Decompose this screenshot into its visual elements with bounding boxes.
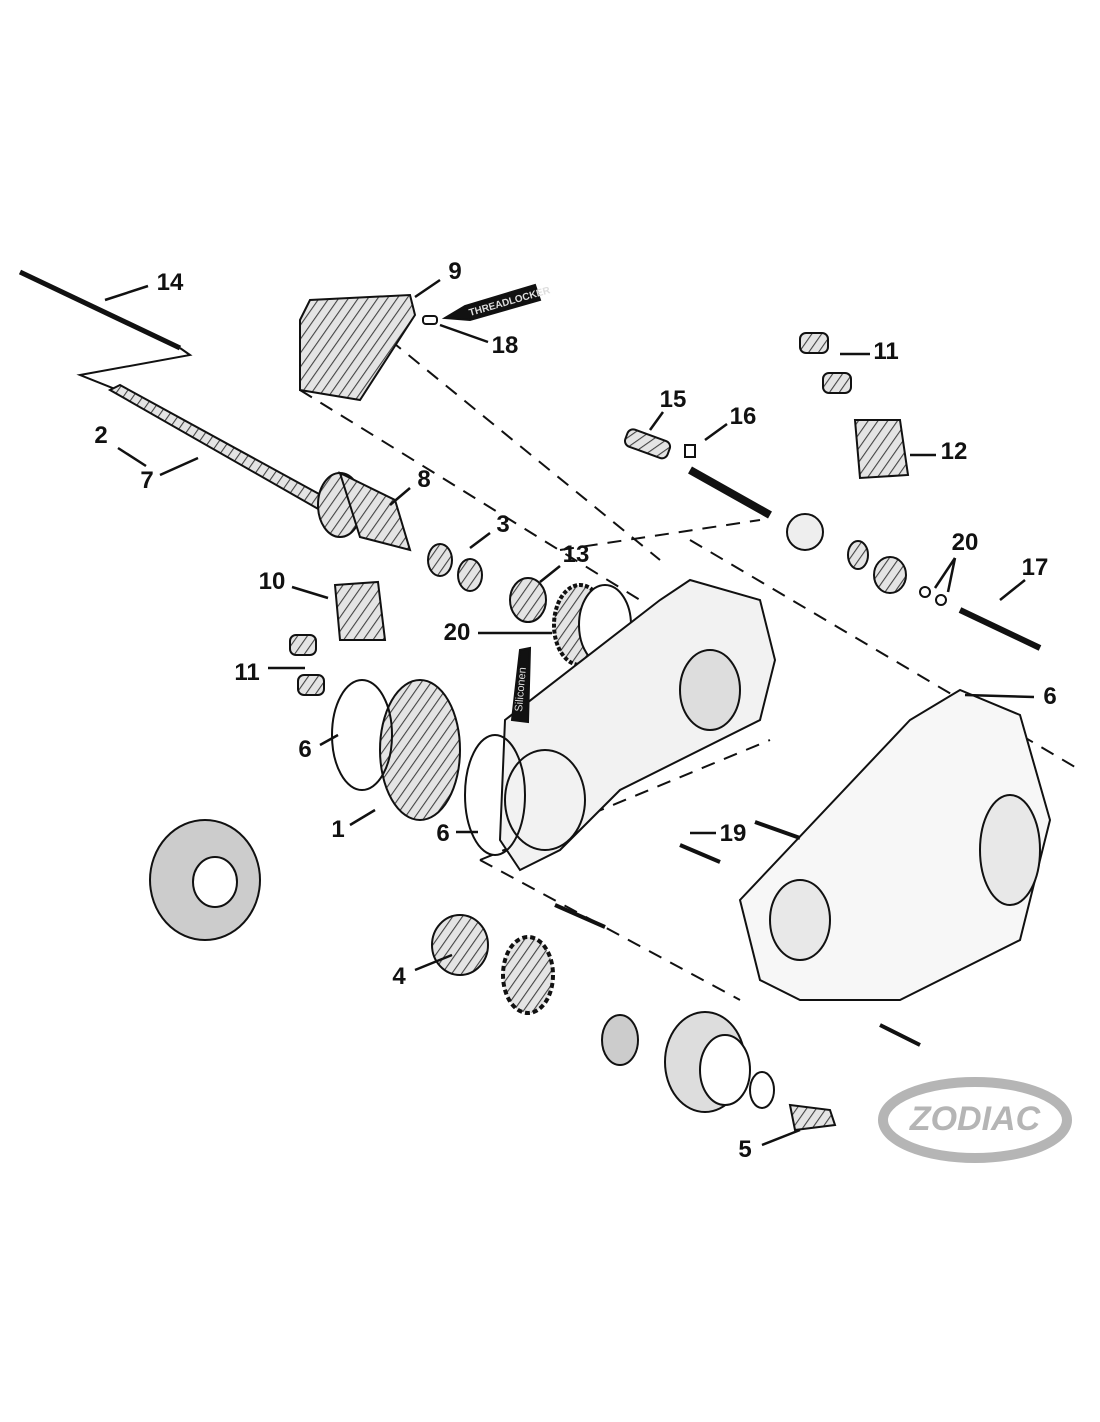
callout-20: 20 xyxy=(951,529,979,556)
part-6-gasket-left xyxy=(331,679,393,791)
part-9-bracket xyxy=(299,293,417,402)
callout-11: 11 xyxy=(234,659,260,686)
callout-leader-lines xyxy=(104,278,1035,1147)
zodiac-logo: ZODIAC xyxy=(878,1077,1072,1163)
callout-14: 14 xyxy=(156,269,184,296)
callout-13: 13 xyxy=(562,541,590,568)
part-3-bearings xyxy=(427,543,483,592)
compensator-assembly xyxy=(601,1011,775,1113)
part-15-roller xyxy=(623,428,672,460)
silicone-label: Siliconen xyxy=(513,667,529,713)
part-19-bolts xyxy=(554,820,921,1047)
callout-6: 6 xyxy=(298,736,312,763)
callout-6: 6 xyxy=(1043,683,1057,710)
callout-15: 15 xyxy=(659,386,687,413)
callout-5: 5 xyxy=(738,1136,752,1163)
part-1-clutch-basket xyxy=(379,679,461,821)
callout-18: 18 xyxy=(491,332,519,359)
part-18-pin xyxy=(422,315,438,325)
callout-11: 11 xyxy=(873,338,899,365)
part-11-rollers-left xyxy=(289,634,325,696)
callout-4: 4 xyxy=(392,963,406,990)
threadlocker-tube xyxy=(441,283,542,322)
callout-2: 2 xyxy=(94,422,108,449)
callout-8: 8 xyxy=(417,466,431,493)
callout-3: 3 xyxy=(496,511,510,538)
part-13-bearing xyxy=(509,577,547,623)
part-10-block xyxy=(333,580,387,641)
part-4-sprocket xyxy=(431,914,555,1015)
part-12-block xyxy=(853,419,910,480)
callout-6: 6 xyxy=(436,820,450,847)
housing-bore xyxy=(504,749,586,851)
callout-9: 9 xyxy=(448,258,462,285)
callout-12: 12 xyxy=(940,438,968,465)
callout-16: 16 xyxy=(729,403,757,430)
part-5-bolt xyxy=(788,1103,837,1132)
shifter-shaft-assembly xyxy=(688,466,947,606)
callout-20: 20 xyxy=(443,619,471,646)
part-17-bolt xyxy=(958,607,1042,651)
silicone-tube xyxy=(510,646,532,724)
part-14-pushrod xyxy=(18,269,193,396)
part-2-bearing-housing xyxy=(149,819,261,941)
svg-text:ZODIAC: ZODIAC xyxy=(909,1100,1041,1138)
part-8-gear xyxy=(317,471,412,552)
callout-19: 19 xyxy=(719,820,747,847)
part-16-spring xyxy=(684,444,696,458)
part-11-rollers-top xyxy=(799,332,852,394)
part-6-gasket-mid xyxy=(464,734,526,856)
callout-10: 10 xyxy=(258,568,286,595)
callout-7: 7 xyxy=(140,467,154,494)
callout-17: 17 xyxy=(1021,554,1049,581)
callout-1: 1 xyxy=(331,816,345,843)
